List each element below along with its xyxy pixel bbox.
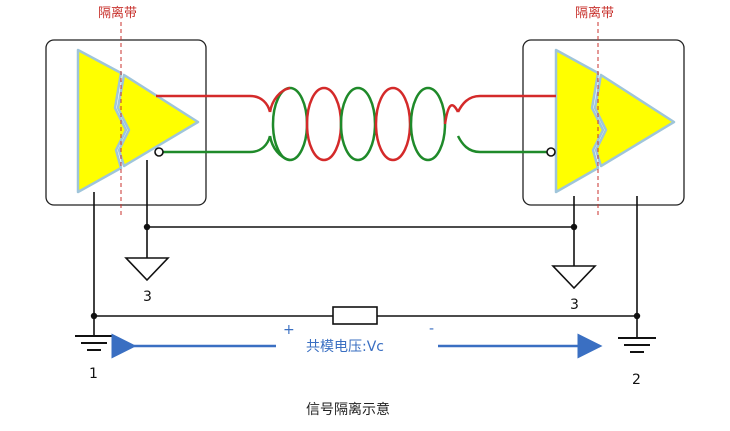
twisted-pair-coils [268,86,460,162]
ground-label-right: 3 [570,297,579,313]
plus-sign: + [283,322,295,338]
left-isolator-box [45,39,207,206]
junction-dot [570,223,578,231]
earth-label-left: 1 [89,366,98,382]
common-mode-voltage-label: 共模电压:Vc [306,339,384,355]
junction-dot [90,312,98,320]
left-isolation-amplifier [76,48,200,194]
minus-sign: - [429,321,434,337]
earth-label-right: 2 [632,372,641,388]
ground-label-left: 3 [143,289,152,305]
right-isolator-box [522,39,685,206]
diagram-caption: 信号隔离示意 [306,401,390,418]
left-earth-ground-symbol [75,335,113,351]
right-isolation-amplifier [554,48,676,194]
signal-wires [156,94,556,154]
junction-dot [633,312,641,320]
reference-wiring [93,160,638,338]
left-output-terminal [154,147,164,157]
right-input-terminal [546,147,556,157]
right-earth-ground-symbol [618,337,656,353]
isolation-label-left: 隔离带 [98,5,137,21]
isolation-label-right: 隔离带 [575,5,614,21]
common-mode-resistor [332,306,378,325]
right-signal-ground-symbol [551,265,597,290]
junction-dot [143,223,151,231]
left-signal-ground-symbol [124,257,170,282]
